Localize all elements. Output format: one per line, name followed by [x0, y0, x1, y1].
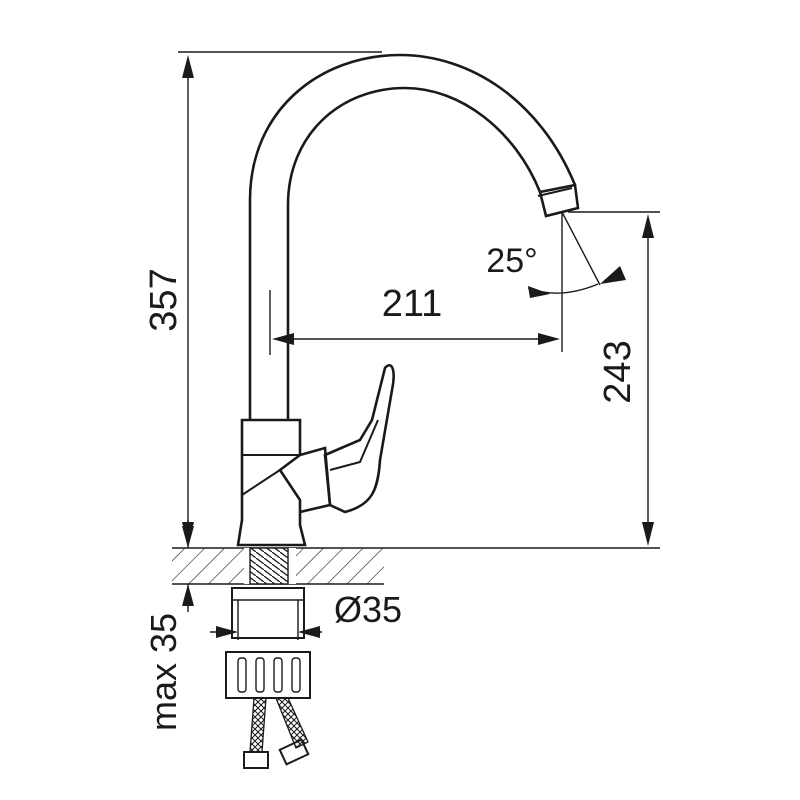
supply-hoses	[243, 697, 310, 769]
spout-reach-label: 211	[382, 283, 443, 325]
dimension-swivel-angle	[527, 211, 626, 298]
mounting-assembly	[225, 587, 311, 699]
threaded-stud	[249, 547, 289, 585]
swivel-angle-label: 25°	[486, 242, 537, 280]
dimension-deck-thickness	[182, 520, 194, 612]
deck-thickness-label: max 35	[143, 613, 184, 731]
spout-height-label: 243	[597, 340, 639, 403]
dimension-spout-reach	[269, 212, 563, 355]
faucet-body	[236, 53, 580, 547]
dimension-spout-height	[384, 211, 660, 549]
hole-diameter-label: Ø35	[334, 589, 402, 630]
dimension-hole-diameter	[210, 600, 322, 640]
total-height-label: 357	[143, 268, 185, 331]
